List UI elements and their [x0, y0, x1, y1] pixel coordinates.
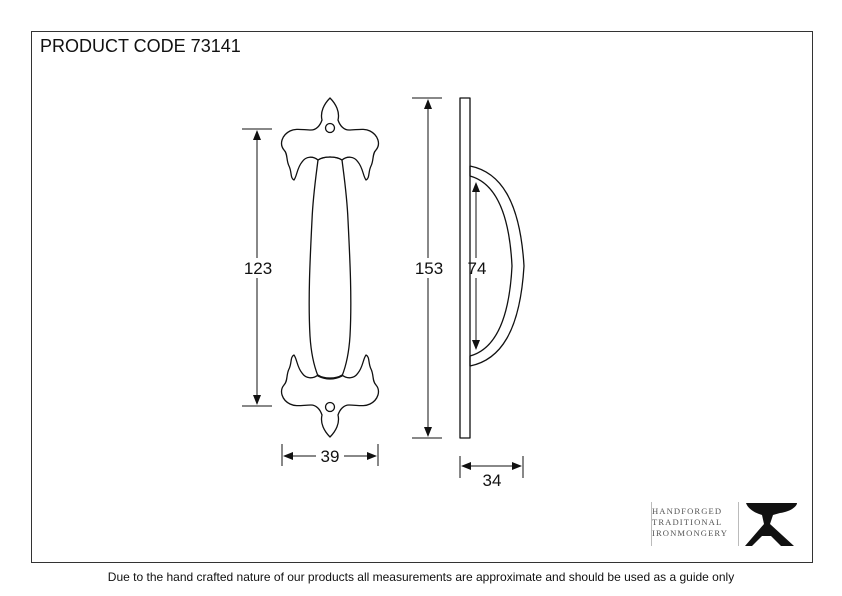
disclaimer: Due to the hand crafted nature of our pr…	[107, 570, 735, 584]
side-backplate	[459, 97, 471, 439]
bottom-fleur-backplate	[280, 354, 380, 438]
top-screw-hole	[324, 122, 336, 134]
dim-projection: 34	[483, 471, 502, 490]
bottom-screw-hole	[324, 401, 336, 413]
logo-line-1: HANDFORGED	[652, 506, 723, 516]
logo-wordmark: HANDFORGED TRADITIONAL IRONMONGERY	[652, 506, 738, 539]
drawing-frame	[31, 31, 813, 563]
logo-divider-right	[738, 502, 739, 546]
side-handle-profile	[469, 165, 525, 367]
logo-line-2: TRADITIONAL	[652, 517, 723, 527]
logo-divider-left	[651, 502, 652, 546]
top-fleur-backplate	[280, 97, 380, 181]
handle-grip	[308, 156, 352, 380]
dim-front-height: 123	[244, 259, 272, 278]
dim-front-width: 39	[321, 447, 340, 466]
product-code: PRODUCT CODE 73141	[40, 36, 241, 56]
dim-side-height: 153	[415, 259, 443, 278]
logo-line-3: IRONMONGERY	[652, 528, 729, 538]
anvil-icon	[745, 503, 797, 546]
dim-grip-span: 74	[468, 259, 487, 278]
